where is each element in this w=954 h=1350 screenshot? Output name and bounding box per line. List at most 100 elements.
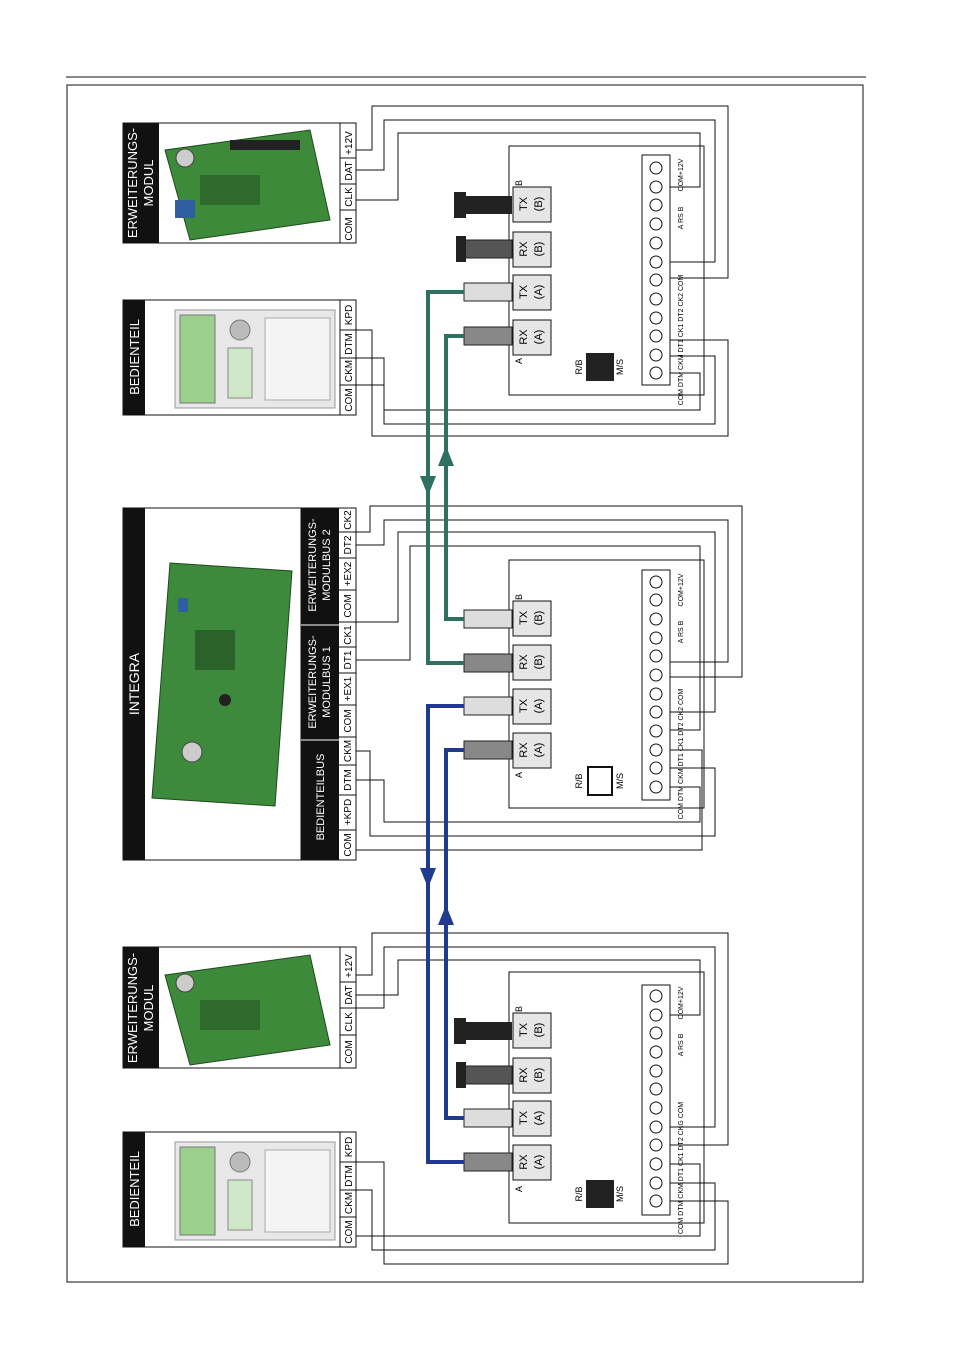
svg-text:TX: TX	[518, 610, 530, 625]
svg-text:(A): (A)	[533, 699, 545, 714]
module-title-line2: MODUL	[141, 160, 156, 207]
page-frame	[66, 84, 864, 1283]
port-rx-b-label: RX	[518, 241, 530, 257]
svg-text:COM+12V: COM+12V	[678, 986, 685, 1019]
svg-text:CLK: CLK	[344, 1012, 355, 1032]
terminal-ckm: CKM	[344, 360, 355, 382]
svg-text:DTM: DTM	[343, 769, 354, 791]
svg-text:RX: RX	[518, 654, 530, 670]
terminal-dat: DAT	[344, 161, 355, 180]
terminal-com: COM	[344, 388, 355, 411]
terminal-clk: CLK	[344, 187, 355, 207]
svg-text:R/B: R/B	[574, 1186, 584, 1201]
fiber-converter-middle: COM DTM CKM DT1 CK1 DT2 CK2 COM A RS B C…	[463, 559, 705, 819]
expansion-module-top: ERWEITERUNGS- MODUL COM CLK DAT +12V	[122, 122, 357, 244]
svg-text:M/S: M/S	[615, 1186, 625, 1202]
svg-text:DTM: DTM	[344, 1165, 355, 1187]
jumper-rb-label: R/B	[574, 359, 584, 374]
wiring-bottom	[355, 932, 729, 1265]
keypad-image	[174, 309, 336, 409]
svg-text:TX: TX	[518, 1022, 530, 1037]
svg-text:CK2: CK2	[343, 510, 354, 530]
svg-text:BEDIENTEIL: BEDIENTEIL	[127, 1151, 142, 1227]
svg-text:RX: RX	[518, 742, 530, 758]
svg-text:RX: RX	[518, 1067, 530, 1083]
svg-text:A: A	[514, 772, 524, 778]
fiber-arrows	[420, 446, 454, 925]
svg-text:(A): (A)	[533, 1111, 545, 1126]
port-tx-b-label: TX	[518, 196, 530, 211]
svg-text:DAT: DAT	[344, 985, 355, 1004]
keypad-bottom: BEDIENTEIL COM CKM DTM KPD	[122, 1131, 357, 1248]
svg-text:R/B: R/B	[574, 773, 584, 788]
terminal-labels-top: COM+12V	[678, 158, 685, 191]
svg-text:CKM: CKM	[344, 1192, 355, 1214]
svg-text:(B): (B)	[533, 197, 545, 212]
svg-text:COM DTM CKM DT1 CK1 DT2 CK2 CO: COM DTM CKM DT1 CK1 DT2 CK2 COM	[678, 688, 685, 819]
side-a-label: A	[514, 358, 524, 364]
svg-text:RX: RX	[518, 1154, 530, 1170]
arrow-up-icon	[438, 905, 454, 925]
integra-board-image	[151, 562, 293, 807]
side-b-label: B	[514, 180, 524, 186]
svg-text:+EX1: +EX1	[343, 676, 354, 701]
module-terminal-strip: COM CLK DAT +12V	[340, 131, 356, 241]
svg-text:B: B	[514, 1006, 524, 1012]
port-tx-a-label: TX	[518, 284, 530, 299]
svg-text:ERWEITERUNGS-: ERWEITERUNGS-	[125, 953, 140, 1063]
svg-text:(B): (B)	[533, 1068, 545, 1083]
svg-text:A RS B: A RS B	[678, 620, 685, 643]
svg-text:(A): (A)	[533, 743, 545, 758]
arrow-up-icon	[438, 446, 454, 466]
svg-text:TX: TX	[518, 1110, 530, 1125]
svg-text:TX: TX	[518, 698, 530, 713]
fiber-converter-bottom: COM DTM CKM DT1 CK1 DT2 CKG COM A RS B C…	[454, 971, 705, 1234]
svg-text:COM: COM	[344, 1040, 355, 1063]
svg-text:(A): (A)	[533, 285, 545, 300]
svg-text:M/S: M/S	[615, 773, 625, 789]
port-rx-a-label: RX	[518, 329, 530, 345]
modulbus1-label-line1: ERWEITERUNGS-	[307, 635, 319, 729]
svg-text:(B): (B)	[533, 1023, 545, 1038]
fiber-green-2	[444, 334, 464, 621]
svg-text:(B): (B)	[533, 655, 545, 670]
fiber-blue-2	[444, 748, 464, 1120]
svg-text:KPD: KPD	[344, 1137, 355, 1158]
svg-text:COM: COM	[343, 594, 354, 617]
svg-text:CK1: CK1	[343, 625, 354, 645]
terminal-dtm: DTM	[344, 333, 355, 355]
terminal-kpd: KPD	[344, 305, 355, 326]
svg-text:COM+12V: COM+12V	[678, 573, 685, 606]
svg-text:COM DTM CKM DT1 CK1 DT2 CKG CO: COM DTM CKM DT1 CK1 DT2 CKG COM	[678, 1102, 685, 1234]
expansion-module-bottom: ERWEITERUNGS- MODUL COM CLK DAT +12V	[122, 946, 357, 1069]
svg-text:CKM: CKM	[343, 740, 354, 762]
svg-text:+12V: +12V	[344, 954, 355, 978]
svg-text:(B): (B)	[533, 242, 545, 257]
bedienteilbus-label: BEDIENTEILBUS	[315, 754, 327, 841]
fiber-converter-top: COM DTM CKM DT1 CK1 DT2 CK2 COM A RS B C…	[454, 145, 705, 405]
terminal-labels-rs: A RS B	[678, 206, 685, 229]
keypad-top: BEDIENTEIL COM CKM DTM KPD	[122, 299, 357, 416]
wiring-middle	[355, 505, 743, 851]
svg-text:A RS B: A RS B	[678, 1033, 685, 1056]
arrow-down-icon	[420, 868, 436, 888]
expansion-board-image	[164, 129, 331, 241]
jumper-ms-label: M/S	[615, 359, 625, 375]
integra-title: INTEGRA	[126, 652, 142, 715]
module-title-line1: ERWEITERUNGS-	[125, 128, 140, 238]
svg-text:COM: COM	[344, 1220, 355, 1243]
svg-text:A: A	[514, 1186, 524, 1192]
modulbus2-label-line1: ERWEITERUNGS-	[307, 518, 319, 612]
svg-text:MODUL: MODUL	[141, 985, 156, 1032]
svg-text:COM: COM	[343, 709, 354, 732]
svg-text:COM: COM	[343, 833, 354, 856]
svg-text:+KPD: +KPD	[343, 799, 354, 825]
fiber-blue-1	[426, 704, 464, 1164]
integra-panel: INTEGRA BEDIENTEILBUS ERWEITERUNGS- MODU…	[122, 507, 357, 861]
modulbus2-label-line2: MODULBUS 2	[321, 529, 333, 601]
terminal-com: COM	[344, 217, 355, 240]
svg-text:(A): (A)	[533, 1155, 545, 1170]
keypad-title: BEDIENTEIL	[127, 319, 142, 395]
modulbus1-label-line2: MODULBUS 1	[321, 646, 333, 718]
